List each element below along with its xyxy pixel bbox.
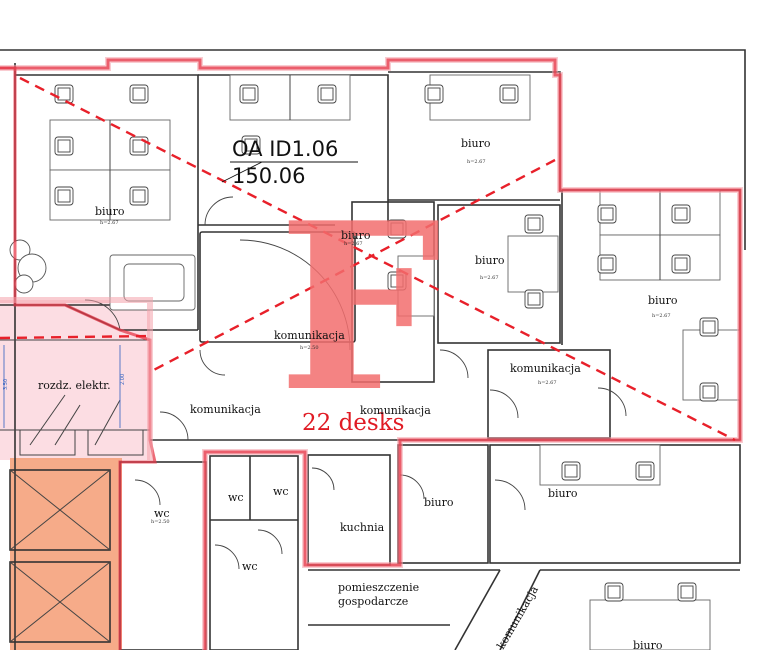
room-label-biuro-s2: biuro (548, 487, 578, 500)
room-label-biuro-s1: biuro (424, 496, 454, 509)
room-label-rozdz: rozdz. elektr. (38, 379, 111, 392)
room-label-kuchnia: kuchnia (340, 521, 385, 534)
room-label-komunikacja-s: komunikacja (360, 404, 431, 417)
room-height-wc-big: h=2.50 (151, 519, 170, 525)
room-label-biuro-center: biuro (341, 229, 371, 242)
room-label-wc-big: wc (154, 507, 170, 520)
shaft-fill (10, 458, 122, 650)
room-label-biuro-mid: biuro (475, 254, 505, 267)
room-height-komunikacja-center: h=2.50 (300, 345, 319, 351)
room-label-biuro-se: biuro (633, 639, 663, 650)
chairs (9, 84, 719, 602)
room-label-wc-2: wc (273, 485, 289, 498)
room-label-gosp-2: gospodarcze (338, 595, 408, 608)
room-height-biuro-n: h=2.67 (467, 159, 486, 165)
room-height-biuro-center: h=2.67 (344, 241, 363, 247)
dimension-lines: 3.50 2.00 (3, 345, 126, 428)
room-label-wc-1: wc (228, 491, 244, 504)
room-label-biuro-e: biuro (648, 294, 678, 307)
dimension-right: 2.00 (120, 374, 126, 385)
zone-area-label: 150.06 (232, 164, 305, 188)
zone-letter: F (278, 173, 441, 443)
room-height-biuro-e: h=2.67 (652, 313, 671, 319)
zone-outline (0, 57, 743, 650)
desk-count: 22 desks (302, 410, 404, 436)
room-label-komunikacja-diag: komunikacja (494, 583, 541, 650)
desks (49, 74, 741, 650)
room-label-komunikacja-e: komunikacja (510, 362, 581, 375)
room-label-komunikacja-center: komunikacja (274, 329, 345, 342)
zone-id-leader (221, 161, 263, 183)
dimension-left: 3.50 (3, 379, 9, 390)
room-label-gosp-1: pomieszczenie (338, 581, 419, 594)
room-label-wc-3: wc (242, 560, 258, 573)
room-label-komunikacja-w: komunikacja (190, 403, 261, 416)
room-label-biuro-n: biuro (461, 137, 491, 150)
room-label-biuro-nw: biuro (95, 205, 125, 218)
room-height-biuro-nw: h=2.67 (100, 220, 119, 226)
zone-diagonals (0, 76, 736, 442)
room-height-komunikacja-e: h=2.67 (538, 380, 557, 386)
room-height-biuro-mid: h=2.67 (480, 275, 499, 281)
zone-id-label: OA ID1.06 (232, 137, 338, 161)
